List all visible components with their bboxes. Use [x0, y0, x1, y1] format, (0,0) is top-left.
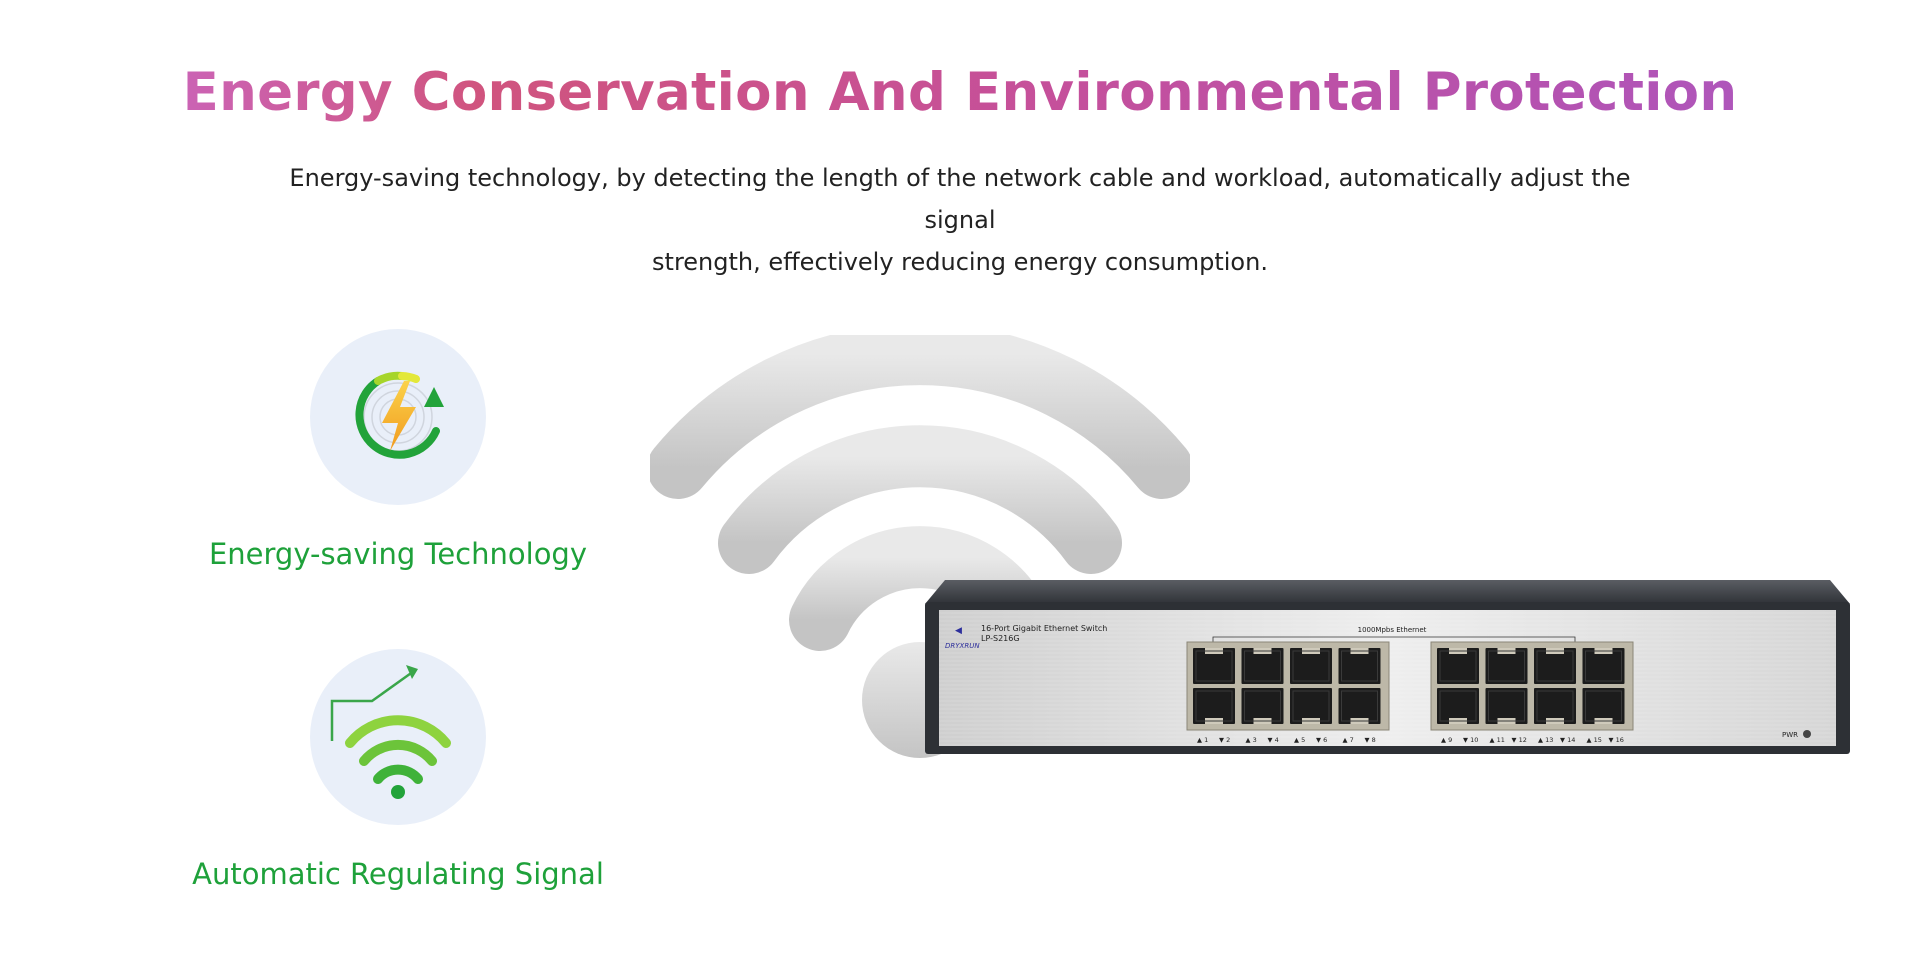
- wifi-arc-middle: [718, 425, 1122, 574]
- rj45-port: [1582, 648, 1625, 684]
- feature-automatic-signal: Automatic Regulating Signal: [138, 649, 658, 891]
- rj45-port: [1485, 648, 1528, 684]
- port-number-label: ▼ 6: [1316, 736, 1327, 744]
- port-number-label: ▲ 5: [1294, 736, 1305, 744]
- description-line-1: Energy-saving technology, by detecting t…: [289, 164, 1631, 234]
- port-number-label: ▲ 7: [1343, 736, 1354, 744]
- wifi-signal-icon: [330, 665, 451, 799]
- energy-cycle-icon: [355, 371, 444, 459]
- device-brand: DRYXRUN: [945, 642, 980, 650]
- port-number-label: ▼ 12: [1512, 736, 1527, 744]
- port-number-label: ▼ 4: [1268, 736, 1279, 744]
- feature-label: Automatic Regulating Signal: [192, 857, 604, 891]
- device-logo-mark: ◀: [955, 626, 962, 636]
- switch-top: [925, 580, 1850, 604]
- rj45-port: [1485, 688, 1528, 724]
- ports-group: ▲ 1 ▼ 2 ▲ 3 ▼ 4 ▲ 5 ▼ 6 ▲ 7 ▼ 8 ▲ 9 ▼ 10 ▲ 11 ▼ 12 ▲…: [1186, 636, 1634, 744]
- page-title: Energy Conservation And Environmental Pr…: [0, 62, 1920, 123]
- port-number-label: ▲ 15: [1587, 736, 1602, 744]
- device-model: LP-S216G: [981, 634, 1020, 643]
- page-description: Energy-saving technology, by detecting t…: [255, 157, 1665, 283]
- description-line-2: strength, effectively reducing energy co…: [652, 248, 1268, 276]
- rj45-port: [1241, 648, 1284, 684]
- feature-icon-circle: [310, 329, 486, 505]
- rj45-port: [1437, 648, 1479, 684]
- port-number-label: ▲ 3: [1246, 736, 1257, 744]
- port-number-label: ▼ 8: [1365, 736, 1376, 744]
- rj45-port: [1241, 688, 1284, 724]
- rj45-port: [1338, 688, 1381, 724]
- feature-icon-circle: [310, 649, 486, 825]
- power-label: PWR: [1782, 731, 1798, 739]
- port-number-label: ▲ 13: [1538, 736, 1553, 744]
- rj45-port: [1193, 648, 1235, 684]
- port-number-label: ▼ 10: [1463, 736, 1478, 744]
- port-number-label: ▼ 14: [1560, 736, 1575, 744]
- rj45-port: [1290, 688, 1332, 724]
- rj45-port: [1290, 648, 1332, 684]
- rj45-port: [1338, 648, 1381, 684]
- feature-energy-saving: Energy-saving Technology: [138, 329, 658, 571]
- wifi-arc-outer: [650, 335, 1190, 499]
- ethernet-switch-image: ▲ 1 ▼ 2 ▲ 3 ▼ 4 ▲ 5 ▼ 6 ▲ 7 ▼ 8 ▲ 9 ▼ 10 ▲ 11 ▼ 12 ▲…: [925, 580, 1850, 754]
- power-led: [1803, 730, 1811, 738]
- rj45-port: [1582, 688, 1625, 724]
- port-number-label: ▼ 16: [1609, 736, 1624, 744]
- port-number-label: ▲ 9: [1441, 736, 1452, 744]
- port-number-label: ▲ 1: [1197, 736, 1208, 744]
- port-group-label: 1000Mpbs Ethernet: [1358, 626, 1427, 634]
- port-number-label: ▲ 11: [1490, 736, 1505, 744]
- device-name: 16-Port Gigabit Ethernet Switch: [981, 624, 1107, 633]
- feature-label: Energy-saving Technology: [208, 537, 588, 571]
- port-number-label: ▼ 2: [1219, 736, 1230, 744]
- rj45-port: [1437, 688, 1479, 724]
- rj45-port: [1534, 648, 1576, 684]
- rj45-port: [1193, 688, 1235, 724]
- rj45-port: [1534, 688, 1576, 724]
